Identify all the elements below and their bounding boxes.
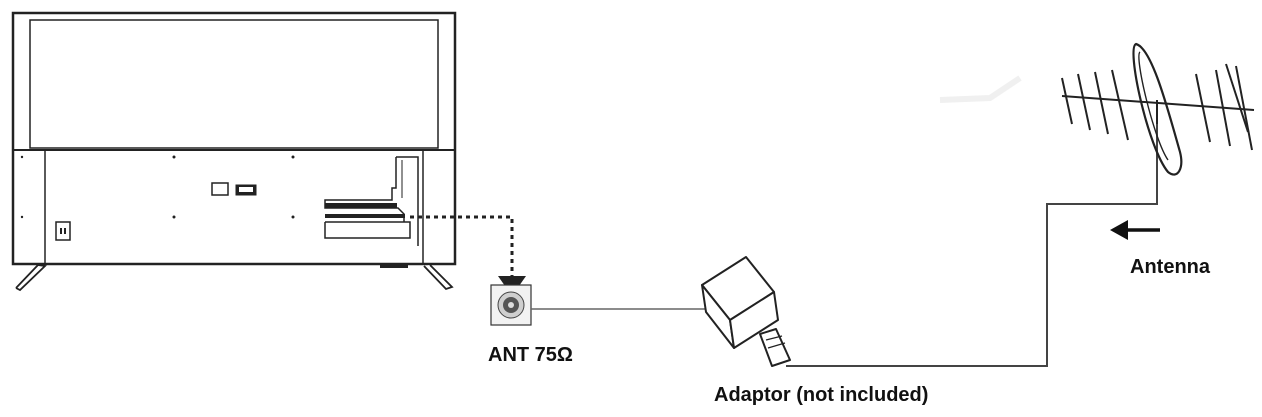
ant-port-label: ANT 75Ω bbox=[488, 344, 573, 366]
yagi-antenna-icon bbox=[1061, 42, 1255, 176]
coaxial-port-icon bbox=[490, 284, 532, 326]
tv-rear-panel-icon bbox=[11, 11, 457, 292]
antenna-cable bbox=[786, 120, 1158, 367]
adaptor-icon bbox=[701, 256, 791, 367]
antenna-label: Antenna bbox=[1130, 256, 1210, 278]
adaptor-label: Adaptor (not included) bbox=[714, 384, 929, 406]
arrow-left-icon bbox=[1110, 220, 1160, 240]
faint-mark bbox=[939, 75, 1022, 103]
